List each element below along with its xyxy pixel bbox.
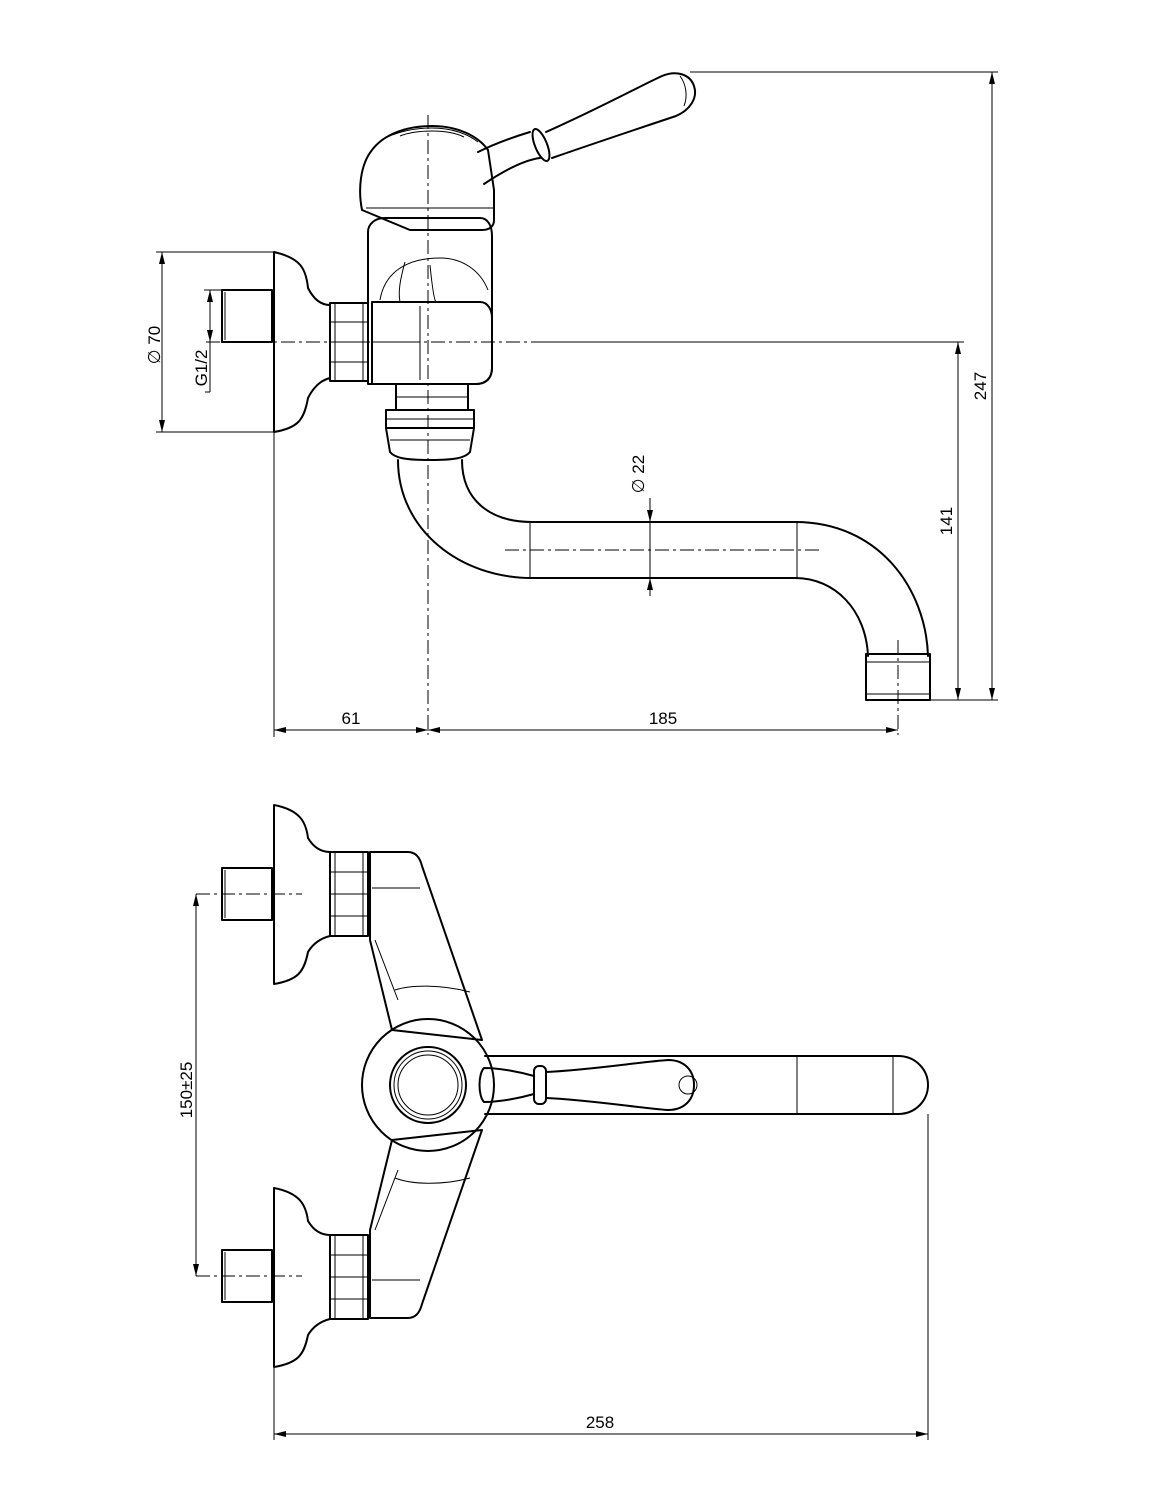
side-cartridge-cap: [359, 125, 495, 231]
spout-drop-label: 141: [937, 507, 956, 535]
wall-to-axis-label: 61: [342, 709, 361, 728]
spout-diameter-label: ∅ 22: [629, 455, 648, 493]
top-spout: [484, 1055, 929, 1115]
side-inlet-thread: [221, 289, 273, 343]
thread-label: G1/2: [192, 350, 211, 387]
top-view: [196, 804, 929, 1368]
side-lever-handle: [477, 72, 696, 185]
top-upper-flange: [221, 804, 369, 985]
top-lever-handle: [478, 1059, 698, 1111]
side-spout-pipe: [397, 459, 929, 657]
side-spout-collar: [385, 383, 475, 461]
top-cartridge: [361, 1018, 495, 1152]
top-upper-arm: [369, 851, 483, 1041]
flange-diameter-label: ∅ 70: [145, 326, 164, 364]
top-lower-flange: [221, 1187, 369, 1368]
axis-to-outlet-label: 185: [649, 709, 677, 728]
side-valve-body: [367, 217, 493, 385]
side-dimensions: ∅ 70 G1/2 ∅ 22 141 247: [145, 71, 998, 737]
total-length-label: 258: [586, 1413, 614, 1432]
top-dimensions: 150±25 258: [177, 894, 929, 1440]
side-view: [206, 72, 931, 735]
total-height-label: 247: [971, 372, 990, 400]
top-lower-arm: [369, 1129, 483, 1319]
inlet-spacing-label: 150±25: [177, 1062, 196, 1119]
